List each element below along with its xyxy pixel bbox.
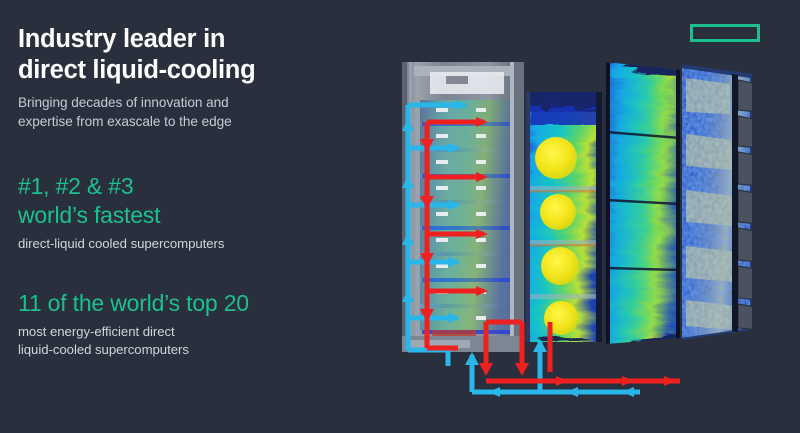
stat-block-ranking: #1, #2 & #3 world’s fastest direct-liqui… <box>18 172 368 253</box>
subtitle: Bringing decades of innovation and exper… <box>18 95 232 130</box>
hot-flow-arrows <box>420 117 676 386</box>
stat-headline: #1, #2 & #3 world’s fastest <box>18 173 161 229</box>
data-center-cfd-illustration <box>380 0 800 433</box>
server-rack-front <box>402 62 524 352</box>
stat-description: most energy-efficient direct liquid-cool… <box>18 324 189 358</box>
hot-return-loop <box>424 119 680 384</box>
fan-circles <box>535 137 579 335</box>
text-column: Industry leader in direct liquid-cooling… <box>18 0 388 433</box>
cfd-rack-speckle <box>682 64 752 340</box>
stat-headline: 11 of the world’s top 20 <box>18 290 249 316</box>
hpe-logo <box>690 24 760 42</box>
stat-block-efficiency: 11 of the world’s top 20 most energy-eff… <box>18 289 368 359</box>
stat-description: direct-liquid cooled supercomputers <box>18 236 225 252</box>
cold-flow-arrows <box>402 100 634 397</box>
coolant-piping <box>402 100 800 397</box>
cfd-rack-streamlines <box>606 62 680 344</box>
page-title: Industry leader in direct liquid-cooling <box>18 25 256 85</box>
cdu-rack-fans <box>526 92 602 342</box>
